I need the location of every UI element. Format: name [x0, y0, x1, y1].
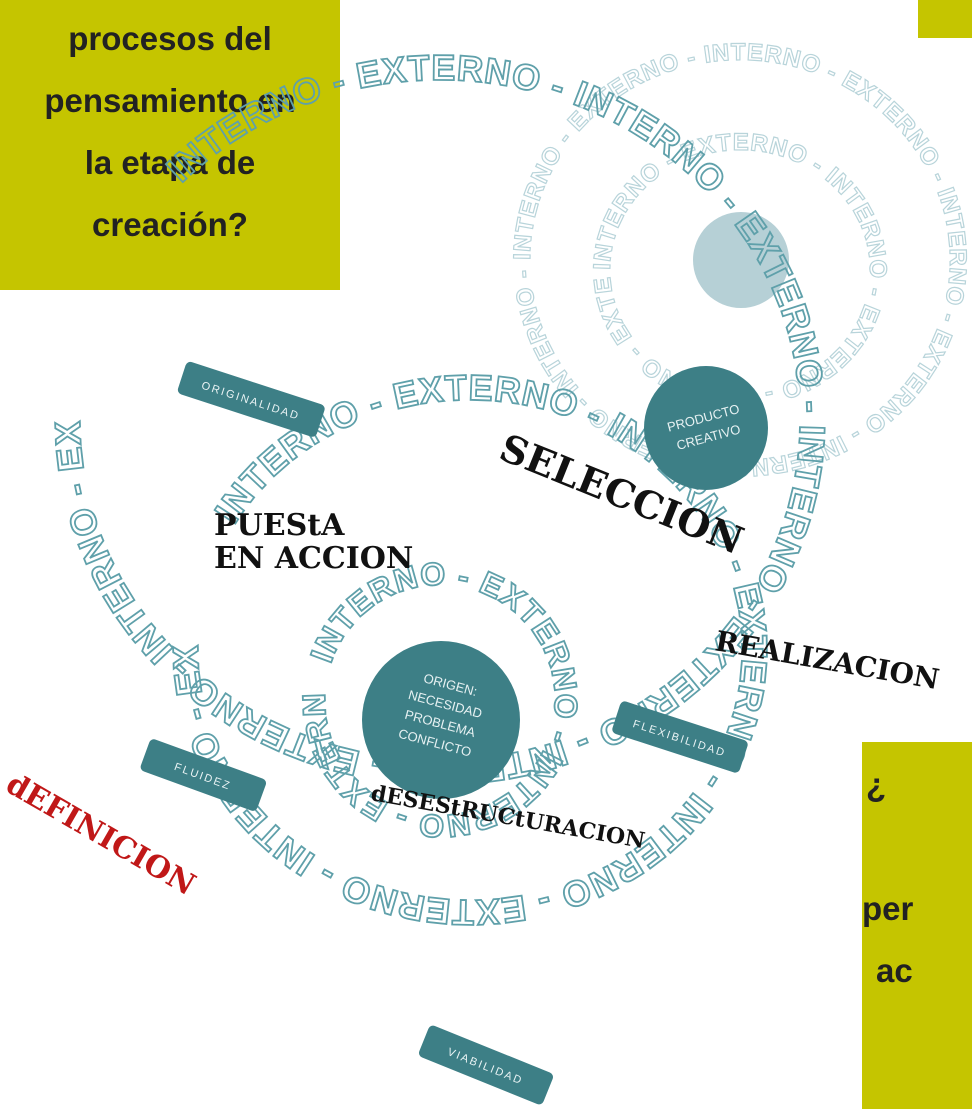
- product-circle: PRODUCTO CREATIVO: [644, 366, 768, 490]
- pill-viabilidad: VIABILIDAD: [419, 1025, 553, 1105]
- callout-br-line-3: per: [862, 890, 914, 927]
- faint-center-circle: [693, 212, 789, 308]
- callout-line-3: la etapa de: [84, 144, 256, 181]
- callout-line-1: procesos del: [68, 20, 272, 57]
- stage-puesta: PUEStA: [214, 508, 345, 543]
- callout-br-line-1: ¿: [866, 766, 887, 803]
- callout-br-line-4: ac: [876, 952, 913, 989]
- origin-circle: ORIGEN: NECESIDAD PROBLEMA CONFLICTO: [362, 641, 520, 799]
- callout-line-4: creación?: [92, 206, 248, 243]
- stage-en-accion: EN ACCION: [214, 541, 413, 576]
- question-callout-top-left: procesos del pensamiento en la etapa de …: [0, 0, 340, 290]
- callout-line-2: pensamiento en: [44, 82, 296, 119]
- pill-fluidez: FLUIDEZ: [140, 739, 267, 811]
- stage-definicion: dEFINICION: [0, 767, 201, 903]
- pill-originalidad: ORIGINALIDAD: [177, 361, 325, 437]
- question-callout-bottom-right: ¿ per ac: [862, 742, 972, 1109]
- callout-top-right: [918, 0, 972, 38]
